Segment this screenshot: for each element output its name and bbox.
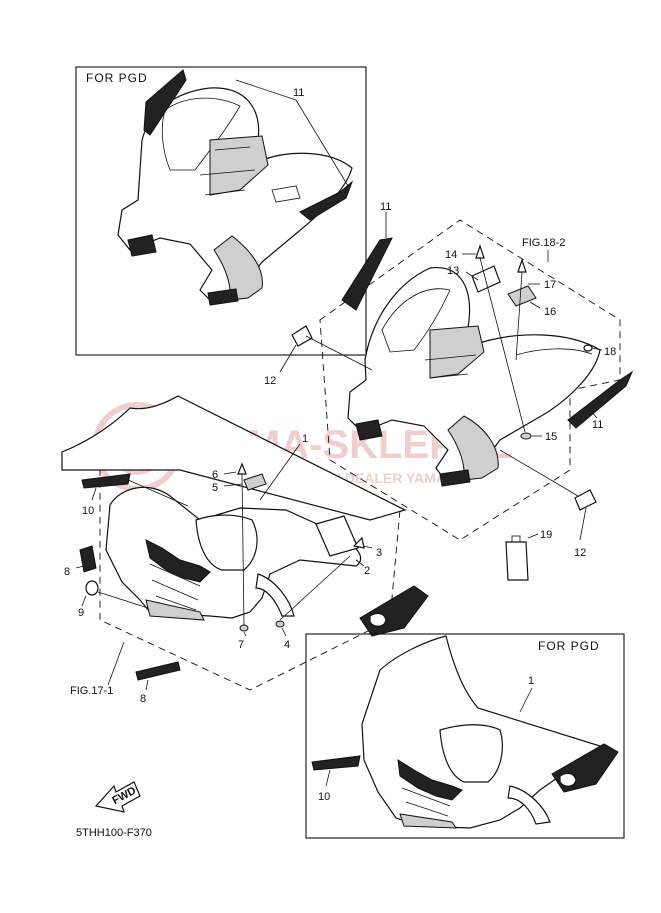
fig-ref-rear: FIG.18-2 [522,237,565,249]
callout-3: 3 [376,547,382,559]
diagram-code: 5THH100-F370 [76,827,152,839]
grommet-4 [275,620,285,628]
callout-19: 19 [540,529,552,541]
callout-9: 9 [78,607,84,619]
callout-8-b: 8 [140,693,146,705]
decal-8-left [79,545,97,573]
pad-16 [507,285,537,307]
callout-10-b: 10 [318,791,330,803]
front-fender-liner [61,395,407,521]
cover-plate-2 [315,515,359,557]
front-fender-assembly: FIG.17-1 1 2 3 4 5 [61,395,429,705]
callout-18: 18 [604,346,616,358]
callout-4: 4 [284,639,290,651]
inset-top-frame [75,66,367,356]
fig-ref-front: FIG.17-1 [70,685,113,697]
decal-11-right [567,370,634,429]
side-panel [359,585,429,637]
callout-13: 13 [447,265,459,277]
pad-12-right [574,489,597,511]
grommet-7 [239,624,249,632]
callout-12-a: 12 [264,375,276,387]
callout-16: 16 [544,306,556,318]
screw-14 [475,244,485,259]
fwd-arrow: FWD [94,781,141,813]
pad-5 [243,473,267,491]
rear-fender [347,267,601,487]
callout-11-right: 11 [592,419,603,431]
decal-10-main [81,473,131,489]
callout-1-inset: 1 [528,675,534,687]
callout-5: 5 [212,482,218,494]
screw-17 [517,258,527,273]
decal-11-left [341,237,393,311]
callout-14: 14 [445,249,457,261]
decal-8-bottom [135,661,181,681]
rear-fender-assembly: FIG.18-2 11 11 12 12 [264,201,634,581]
callout-11-top: 11 [293,87,304,99]
front-fender-pgd [361,635,619,829]
callout-2: 2 [364,565,370,577]
front-fender [105,486,362,621]
label-19 [505,541,529,581]
inset-top: FOR PGD 11 [75,66,367,356]
callout-7: 7 [238,639,244,651]
callout-11-mid: 11 [380,201,391,213]
pad-12-left [291,325,313,347]
grommet-15 [520,432,532,440]
callout-8-a: 8 [64,566,70,578]
nut-18 [583,344,593,352]
callout-15: 15 [545,431,557,443]
callout-12-b: 12 [574,547,586,559]
callout-10-a: 10 [82,505,94,517]
inset-bottom-label: FOR PGD [538,639,600,653]
rear-fender-pgd [117,69,354,306]
badge-9 [85,580,99,596]
label-13 [471,265,501,293]
inset-bottom-frame [305,633,625,839]
decal-10-inset [311,755,361,771]
inset-bottom: FOR PGD 1 10 [305,633,625,839]
screw-3 [352,536,365,549]
callout-1-main: 1 [302,433,308,445]
fwd-arrow-icon [94,781,141,813]
callout-6: 6 [212,469,218,481]
inset-top-label: FOR PGD [86,71,148,85]
callout-17: 17 [544,279,556,291]
